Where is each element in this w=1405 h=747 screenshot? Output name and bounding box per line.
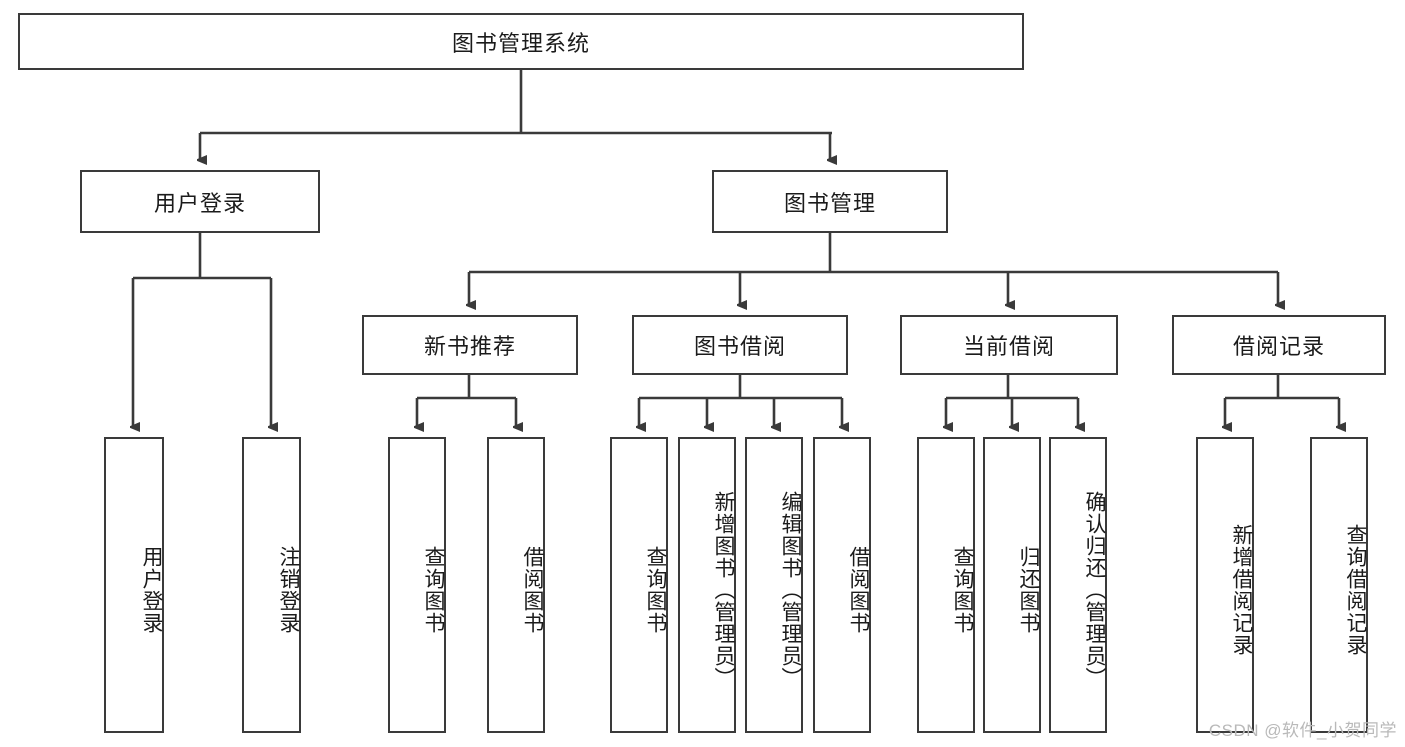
node-leaf-query-book-1-label: 查询图书 [422,546,445,634]
node-book-borrow[interactable]: 图书借阅 [632,315,848,375]
node-leaf-return-book-label: 归还图书 [1017,546,1040,634]
node-current-borrow-label: 当前借阅 [962,334,1055,359]
node-leaf-query-book-3[interactable]: 查询图书 [917,437,975,733]
node-leaf-borrow-book-2-label: 借阅图书 [847,546,870,634]
node-leaf-confirm-return-label: 确认归还（管理员） [1083,491,1106,689]
node-root[interactable]: 图书管理系统 [18,13,1024,70]
node-leaf-query-record-label: 查询借阅记录 [1344,524,1367,656]
node-book-borrow-label: 图书借阅 [693,334,786,359]
node-leaf-logout-label: 注销登录 [277,546,300,634]
node-current-borrow[interactable]: 当前借阅 [900,315,1118,375]
node-leaf-borrow-book-1-label: 借阅图书 [521,546,544,634]
node-leaf-edit-book[interactable]: 编辑图书（管理员） [745,437,803,733]
node-leaf-logout[interactable]: 注销登录 [242,437,301,733]
node-leaf-user-login-label: 用户登录 [140,546,163,634]
node-leaf-add-book-label: 新增图书（管理员） [712,491,735,689]
node-leaf-query-book-2-label: 查询图书 [644,546,667,634]
node-leaf-confirm-return[interactable]: 确认归还（管理员） [1049,437,1107,733]
node-book-manage[interactable]: 图书管理 [712,170,948,233]
node-new-book-rec[interactable]: 新书推荐 [362,315,578,375]
node-leaf-edit-book-label: 编辑图书（管理员） [779,491,802,689]
node-leaf-add-record-label: 新增借阅记录 [1230,524,1253,656]
node-leaf-query-record[interactable]: 查询借阅记录 [1310,437,1368,733]
node-leaf-user-login[interactable]: 用户登录 [104,437,164,733]
node-user-login[interactable]: 用户登录 [80,170,320,233]
node-leaf-query-book-3-label: 查询图书 [951,546,974,634]
node-borrow-record-label: 借阅记录 [1232,334,1325,359]
node-borrow-record[interactable]: 借阅记录 [1172,315,1386,375]
node-leaf-query-book-2[interactable]: 查询图书 [610,437,668,733]
node-user-login-label: 用户登录 [153,190,246,216]
node-book-manage-label: 图书管理 [783,190,876,216]
watermark-text: CSDN @软件_小贺同学 [1208,721,1397,740]
node-leaf-query-book-1[interactable]: 查询图书 [388,437,446,733]
node-leaf-return-book[interactable]: 归还图书 [983,437,1041,733]
node-leaf-borrow-book-1[interactable]: 借阅图书 [487,437,545,733]
node-leaf-add-record[interactable]: 新增借阅记录 [1196,437,1254,733]
node-new-book-rec-label: 新书推荐 [423,334,516,359]
node-leaf-borrow-book-2[interactable]: 借阅图书 [813,437,871,733]
node-leaf-add-book[interactable]: 新增图书（管理员） [678,437,736,733]
node-root-label: 图书管理系统 [451,30,590,56]
